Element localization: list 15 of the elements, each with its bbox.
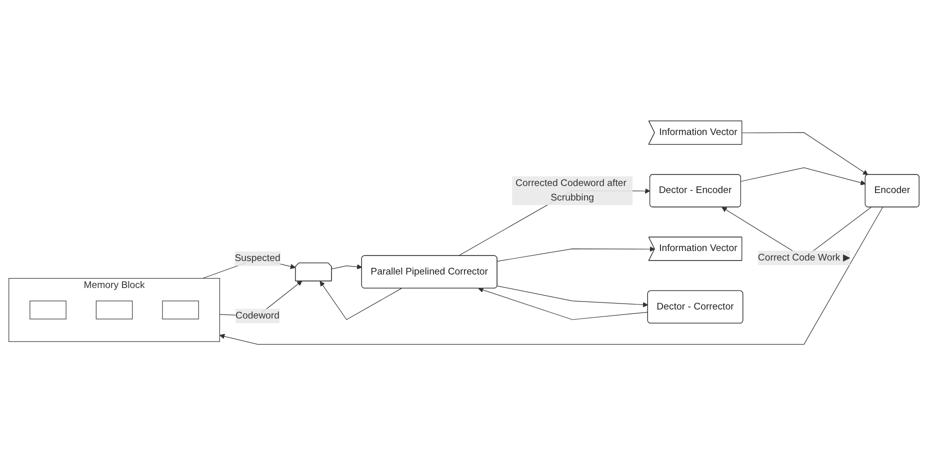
node-bar bbox=[30, 301, 66, 320]
arrow bbox=[497, 286, 648, 308]
edge-label: Corrected Codeword after Scrubbing bbox=[516, 178, 626, 204]
edge-label: Suspected bbox=[234, 254, 280, 264]
arrow bbox=[332, 264, 362, 270]
arrow bbox=[742, 132, 868, 176]
cluster: Memory Block bbox=[8, 278, 220, 342]
arrow bbox=[478, 288, 648, 320]
node-bar bbox=[162, 301, 199, 320]
edge-label: Correct Code Work ▶ bbox=[758, 252, 850, 264]
arrow bbox=[320, 281, 402, 320]
node-bar bbox=[96, 301, 133, 320]
edge-label: Codeword bbox=[236, 311, 280, 322]
arrow bbox=[740, 168, 866, 186]
arrow bbox=[497, 246, 656, 262]
